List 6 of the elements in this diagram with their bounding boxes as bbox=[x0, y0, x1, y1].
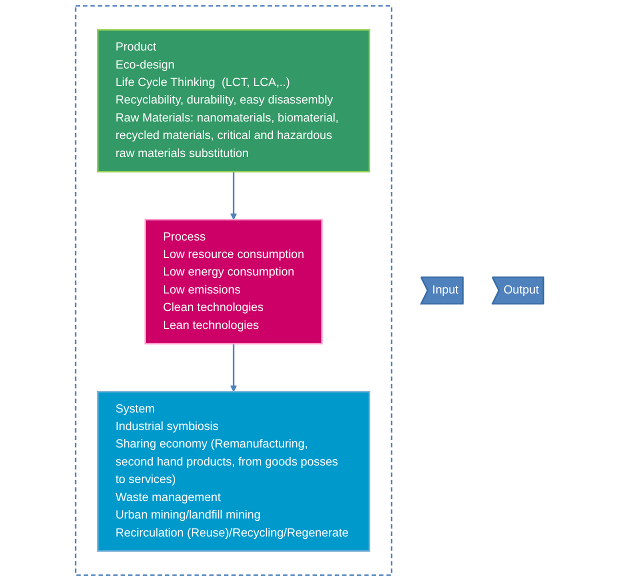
arrow bbox=[230, 344, 237, 392]
node-box: Product Eco-design Life Cycle Thinking (LCT, LCA,..) Recyclability, durability, easy disassembly Raw Materials: nanomaterials, biomaterial, recycled materials, critical and hazardous raw materials substitution bbox=[97, 29, 370, 172]
cluster bbox=[74, 5, 392, 576]
node-box: Process Low resource consumption Low energy consumption Low emissions Clean technologies Lean technologies bbox=[144, 218, 323, 344]
arrow bbox=[230, 172, 237, 220]
node-box: System Industrial symbiosis Sharing economy (Remanufacturing, second hand products, from goods posses to services) Waste management Urban mining/landfill mining Recirculation (Reuse)/Recycling/Regenerate bbox=[97, 390, 370, 552]
